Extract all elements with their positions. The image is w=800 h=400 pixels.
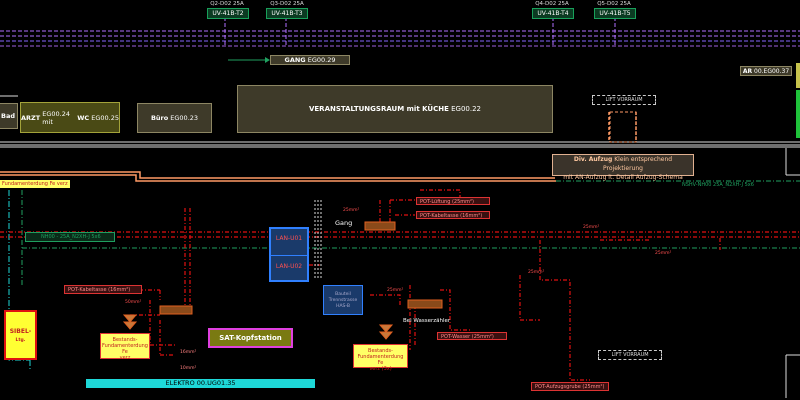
bestands-right-line3: verz (3x): [369, 366, 392, 372]
room-buero[interactable]: Büro EG00.23: [137, 103, 212, 133]
room-arzt-code: EG00.25: [91, 113, 119, 122]
lan-divider: [271, 255, 307, 256]
ground-symbols: [122, 314, 394, 340]
pot-lueftung[interactable]: POT-Lüftung (25mm²): [416, 197, 490, 205]
bestands-left-line1: Bestands-: [112, 337, 138, 343]
bestands-right-line1: Bestands-: [368, 348, 393, 354]
panel-tag-t2[interactable]: UV-41B-T2: [207, 8, 249, 19]
room-gang[interactable]: GANG EG00.29: [270, 55, 350, 65]
room-ar[interactable]: AR 00.EG00.37: [740, 66, 792, 76]
panel-tag-t5[interactable]: UV-41B-T5: [594, 8, 636, 19]
room-arzt-middle: EG00.24 mit: [42, 109, 71, 126]
aufzug-note-line2: mit AN-Aufzug lt. Detail Aufzug-Schema: [563, 174, 683, 181]
erdung-top-left-text: Fundamenterdung Fe: [2, 181, 56, 187]
nh00-feed-label[interactable]: NH00 - 25A_N2XH-J 5x6: [25, 232, 115, 242]
right-edge-bar-yellow: [796, 63, 800, 88]
bestands-fundament-right[interactable]: Bestands- Fundamenterdung Fe verz (3x): [353, 344, 408, 372]
panel-tag-t4[interactable]: UV-41B-T4: [532, 8, 574, 19]
bestands-fundament-left[interactable]: Bestands- Fundamenterdung Fe verz: [100, 333, 150, 361]
label-mm-25e: 25mm²: [528, 270, 545, 275]
sat-kopfstation[interactable]: SAT-Kopfstation: [208, 328, 293, 348]
junction-wasserzaehler: [407, 299, 443, 309]
wall-lines: [0, 95, 800, 398]
room-bad[interactable]: Bad: [0, 103, 18, 129]
junction-gang: [364, 221, 396, 231]
pot-aufzugsgrube[interactable]: POT-Aufzugsgrube (25mm²): [531, 382, 609, 391]
cyan-feed-lines: [8, 190, 31, 370]
room-ar-code: 00.EG00.37: [754, 67, 790, 75]
room-buero-code: EG00.23: [170, 114, 199, 122]
bauteil-box[interactable]: Bauteil Trennstrasse HAS-B: [323, 285, 363, 315]
bauteil-line1: Bauteil: [335, 292, 351, 297]
bestands-right-line2: Fundamenterdung Fe: [357, 354, 404, 366]
lift-vorraum-upper-frame: [609, 111, 637, 143]
room-arzt-name: ARZT: [21, 113, 41, 122]
nshv-feed-label: NSHV-NH00 25A_N2XH-J 5x6: [682, 182, 754, 188]
pot-kabeltasse-right[interactable]: POT-Kabeltasse (16mm²): [416, 211, 490, 219]
sibel-box[interactable]: SIBEL- Ltg.: [4, 310, 37, 360]
room-veranstaltung[interactable]: VERANSTALTUNGSRAUM mit KÜCHE EG00.22: [237, 85, 553, 133]
label-mm-10: 10mm²: [180, 366, 197, 371]
bauteil-line2: Trennstrasse: [328, 298, 358, 303]
lan-rack[interactable]: LAN-U01 LAN-U02: [269, 227, 309, 282]
room-veranstaltung-code: EG00.22: [451, 105, 481, 113]
lan-u01[interactable]: LAN-U01: [275, 235, 303, 242]
label-mm-25b: 25mm²: [387, 288, 404, 293]
salmon-pipes: [608, 112, 637, 142]
sibel-line2: Ltg.: [15, 338, 26, 343]
pot-wasser[interactable]: POT-Wasser (25mm²): [437, 332, 507, 340]
bestands-left-line3: verz: [119, 355, 131, 361]
erdung-top-left-suffix: verz: [56, 181, 68, 187]
gang-arrow-head: [265, 57, 270, 63]
panel-circuit-t4: Q4-D02 25A: [535, 1, 569, 7]
lift-vorraum-lower[interactable]: LIFT VORRAUM: [598, 350, 662, 360]
room-gang-code: EG00.29: [307, 56, 336, 64]
label-mm-16: 16mm²: [180, 350, 197, 355]
bestands-left-line2: Fundamenterdung Fe: [102, 343, 148, 355]
elektro-room-bar[interactable]: ELEKTRO 00.UG01.35: [86, 379, 315, 388]
panel-tag-t3[interactable]: UV-41B-T3: [266, 8, 308, 19]
label-mm-25c: 25mm²: [583, 225, 600, 230]
white-dash-conduit: [314, 200, 322, 280]
right-edge-bar-green: [796, 90, 800, 138]
room-arzt-wc: WC: [77, 113, 90, 122]
bauteil-line3: HAS-B: [336, 304, 350, 309]
aufzug-feed-lines: [0, 171, 800, 182]
label-gang: Gang: [335, 219, 353, 227]
room-arzt[interactable]: ARZT EG00.24 mit WC EG00.25: [20, 102, 120, 133]
label-wasserzaehler: Bei Wasserzähler: [403, 318, 451, 324]
aufzug-note[interactable]: Div. Aufzug Klein entsprechend Projektie…: [552, 154, 694, 181]
top-bus-lines: [0, 17, 800, 47]
panel-circuit-t3: Q3-D02 25A: [270, 1, 304, 7]
label-mm-left: 50mm²: [125, 300, 142, 305]
room-bad-name: Bad: [1, 112, 15, 120]
aufzug-note-rest: Klein entsprechend Projektierung: [603, 156, 673, 172]
erdung-top-left[interactable]: Fundamenterdung Fe verz: [0, 180, 70, 188]
junction-left: [159, 305, 193, 315]
panel-circuit-t2: Q2-D02 25A: [210, 1, 244, 7]
label-mm-25a: 25mm²: [343, 208, 360, 213]
red-grounding-network: [0, 189, 800, 381]
aufzug-note-title: Div. Aufzug: [573, 156, 613, 163]
sibel-line1: SIBEL-: [9, 328, 32, 335]
pot-kabeltasse-left[interactable]: POT-Kabeltasse (16mm²): [64, 285, 142, 294]
room-buero-name: Büro: [150, 114, 169, 122]
panel-circuit-t5: Q5-D02 25A: [597, 1, 631, 7]
room-ar-name: AR: [742, 67, 753, 75]
lift-vorraum-upper[interactable]: LIFT VORRAUM: [592, 95, 656, 105]
label-mm-25d: 25mm²: [655, 251, 672, 256]
lan-u02[interactable]: LAN-U02: [275, 263, 303, 270]
room-gang-name: GANG: [284, 56, 306, 64]
room-veranstaltung-name: VERANSTALTUNGSRAUM mit KÜCHE: [308, 105, 449, 113]
